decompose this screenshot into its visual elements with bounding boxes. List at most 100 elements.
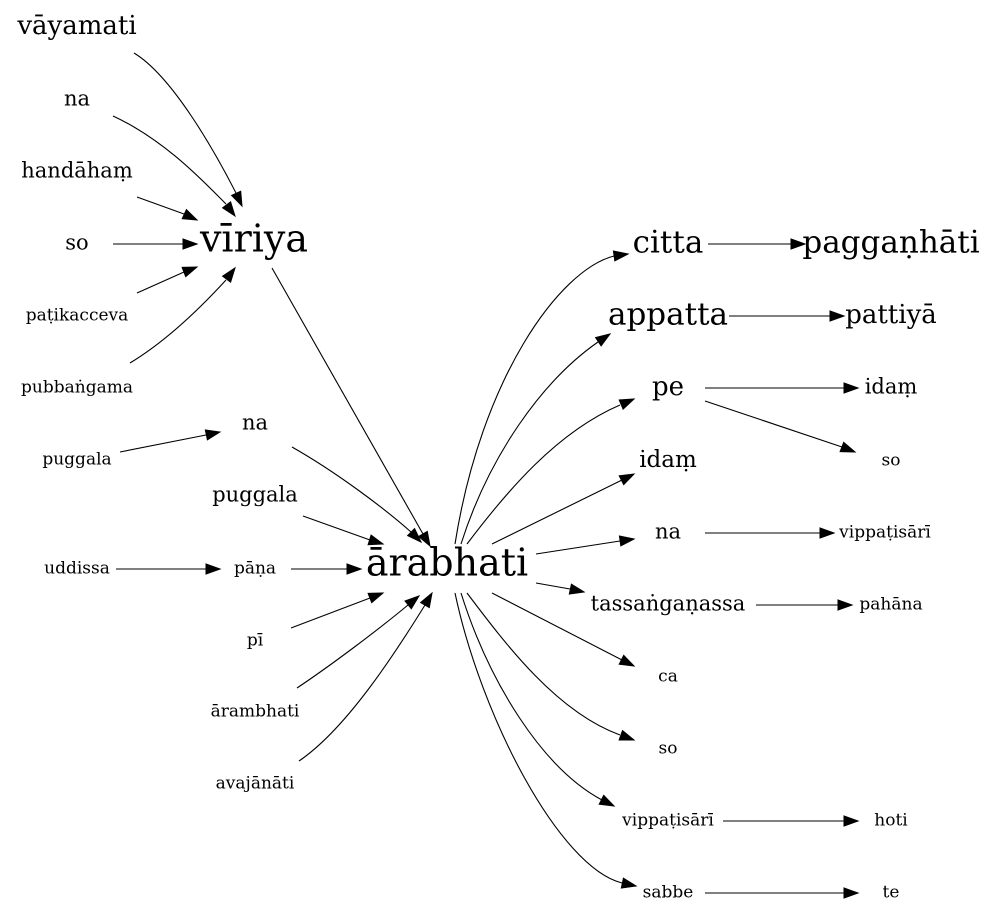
edge-sabbe-to-te: [705, 887, 860, 899]
nodes: vāyamatinahandāhaṃsopaṭikaccevapubbaṅgam…: [16, 11, 979, 903]
edge-arabhati-to-ca: [491, 592, 636, 667]
edge-line: [454, 592, 623, 884]
edge-puggala1-to-na2: [119, 429, 222, 453]
arrowhead-icon: [837, 599, 854, 611]
node-sabbe: sabbe: [643, 883, 694, 903]
arrowhead-icon: [618, 654, 636, 667]
edge-arabhati-to-citta: [454, 250, 630, 545]
edge-arabhati-to-idam2: [491, 473, 636, 545]
edge-pubbangama-to-viriya: [129, 266, 236, 364]
node-arabhati: ārabhati: [366, 541, 528, 585]
arrowhead-icon: [620, 877, 638, 889]
node-tassa: tassaṅgaṇassa: [591, 592, 746, 616]
node-vayamati: vāyamati: [16, 11, 136, 41]
node-citta: citta: [633, 225, 704, 261]
node-patikacceva: paṭikacceva: [26, 306, 129, 326]
node-na1: na: [64, 87, 90, 111]
edge-citta-to-paggan: [708, 238, 807, 250]
edge-na1-to-viriya: [112, 115, 236, 218]
edge-line: [290, 597, 371, 629]
edge-na2-to-arabhati: [291, 446, 423, 544]
arrowhead-icon: [843, 887, 860, 899]
edge-line: [136, 196, 185, 215]
node-ca: ca: [658, 667, 678, 687]
node-idam2: idaṃ: [639, 447, 697, 473]
edge-line: [296, 604, 409, 689]
arrowhead-icon: [367, 592, 385, 604]
arrowhead-icon: [221, 200, 236, 218]
edge-uddissa-to-pana: [116, 563, 222, 575]
edge-line: [535, 582, 571, 590]
arrowhead-icon: [598, 794, 616, 807]
edge-line: [119, 434, 207, 453]
node-pe: pe: [652, 372, 684, 402]
edge-line: [491, 592, 623, 661]
arrowhead-icon: [417, 530, 431, 548]
arrowhead-icon: [404, 595, 421, 610]
arrowhead-icon: [182, 238, 199, 250]
arrowhead-icon: [204, 429, 222, 441]
arrowhead-icon: [839, 441, 857, 453]
arrowhead-icon: [618, 729, 636, 741]
arrowhead-icon: [612, 250, 630, 262]
edge-line: [466, 404, 621, 545]
edge-vayamati-to-viriya: [133, 52, 243, 208]
edge-avajanati-to-arabhati: [298, 591, 433, 762]
edge-line: [112, 115, 227, 205]
arrowhead-icon: [205, 563, 222, 575]
node-hoti: hoti: [874, 811, 908, 831]
arrowhead-icon: [181, 208, 199, 221]
edge-arabhati-to-tassa: [535, 582, 586, 595]
node-avajanati: avajānāti: [216, 774, 295, 794]
node-handaham: handāhaṃ: [21, 159, 133, 183]
edge-line: [271, 267, 424, 535]
arrowhead-icon: [819, 527, 836, 539]
arrowhead-icon: [221, 266, 236, 284]
edge-pe-to-so2: [704, 400, 857, 453]
arrowhead-icon: [367, 534, 385, 546]
edge-na3-to-vippa1: [705, 527, 836, 539]
edge-line: [291, 446, 412, 533]
edge-pi-to-arabhati: [290, 592, 385, 629]
edge-tassa-to-pahana: [756, 599, 854, 611]
edge-line: [535, 540, 621, 555]
node-so3: so: [659, 739, 678, 759]
edge-arambhati-to-arabhati: [296, 595, 421, 689]
edge-arabhati-to-sabbe: [454, 592, 638, 889]
arrowhead-icon: [419, 591, 433, 609]
node-arambhati: ārambhati: [211, 702, 300, 722]
node-pahana: pahāna: [859, 595, 922, 615]
edge-so1-to-viriya: [113, 238, 199, 250]
edge-arabhati-to-pe: [466, 398, 636, 545]
arrowhead-icon: [618, 535, 636, 547]
edge-appatta-to-pattiya: [729, 310, 846, 322]
edge-pe-to-idam1: [705, 382, 860, 394]
edges: [112, 52, 860, 899]
edge-line: [491, 479, 623, 545]
node-paggan: paggaṇhāti: [802, 225, 979, 261]
edge-arabhati-to-na3: [535, 535, 636, 555]
arrowhead-icon: [843, 382, 860, 394]
arrowhead-icon: [594, 333, 612, 347]
node-uddissa: uddissa: [44, 559, 110, 579]
edge-line: [460, 341, 599, 545]
arrowhead-icon: [843, 815, 860, 827]
edge-line: [302, 515, 371, 541]
arrowhead-icon: [230, 190, 243, 208]
arrowhead-icon: [829, 310, 846, 322]
edge-line: [136, 271, 185, 294]
edge-arabhati-to-appatta: [460, 333, 612, 545]
node-pattiya: pattiyā: [845, 300, 937, 330]
edge-line: [129, 279, 227, 364]
edge-line: [454, 255, 615, 545]
node-idam1: idaṃ: [865, 375, 918, 399]
node-na3: na: [655, 520, 681, 544]
node-te: te: [883, 883, 900, 903]
arrowhead-icon: [346, 563, 363, 575]
node-viriya: vīriya: [199, 217, 308, 261]
node-so2: so: [882, 451, 901, 471]
edge-arabhati-to-so3: [466, 592, 636, 741]
arrowhead-icon: [406, 527, 423, 544]
edge-line: [133, 52, 237, 194]
edge-patikacceva-to-viriya: [136, 266, 199, 294]
